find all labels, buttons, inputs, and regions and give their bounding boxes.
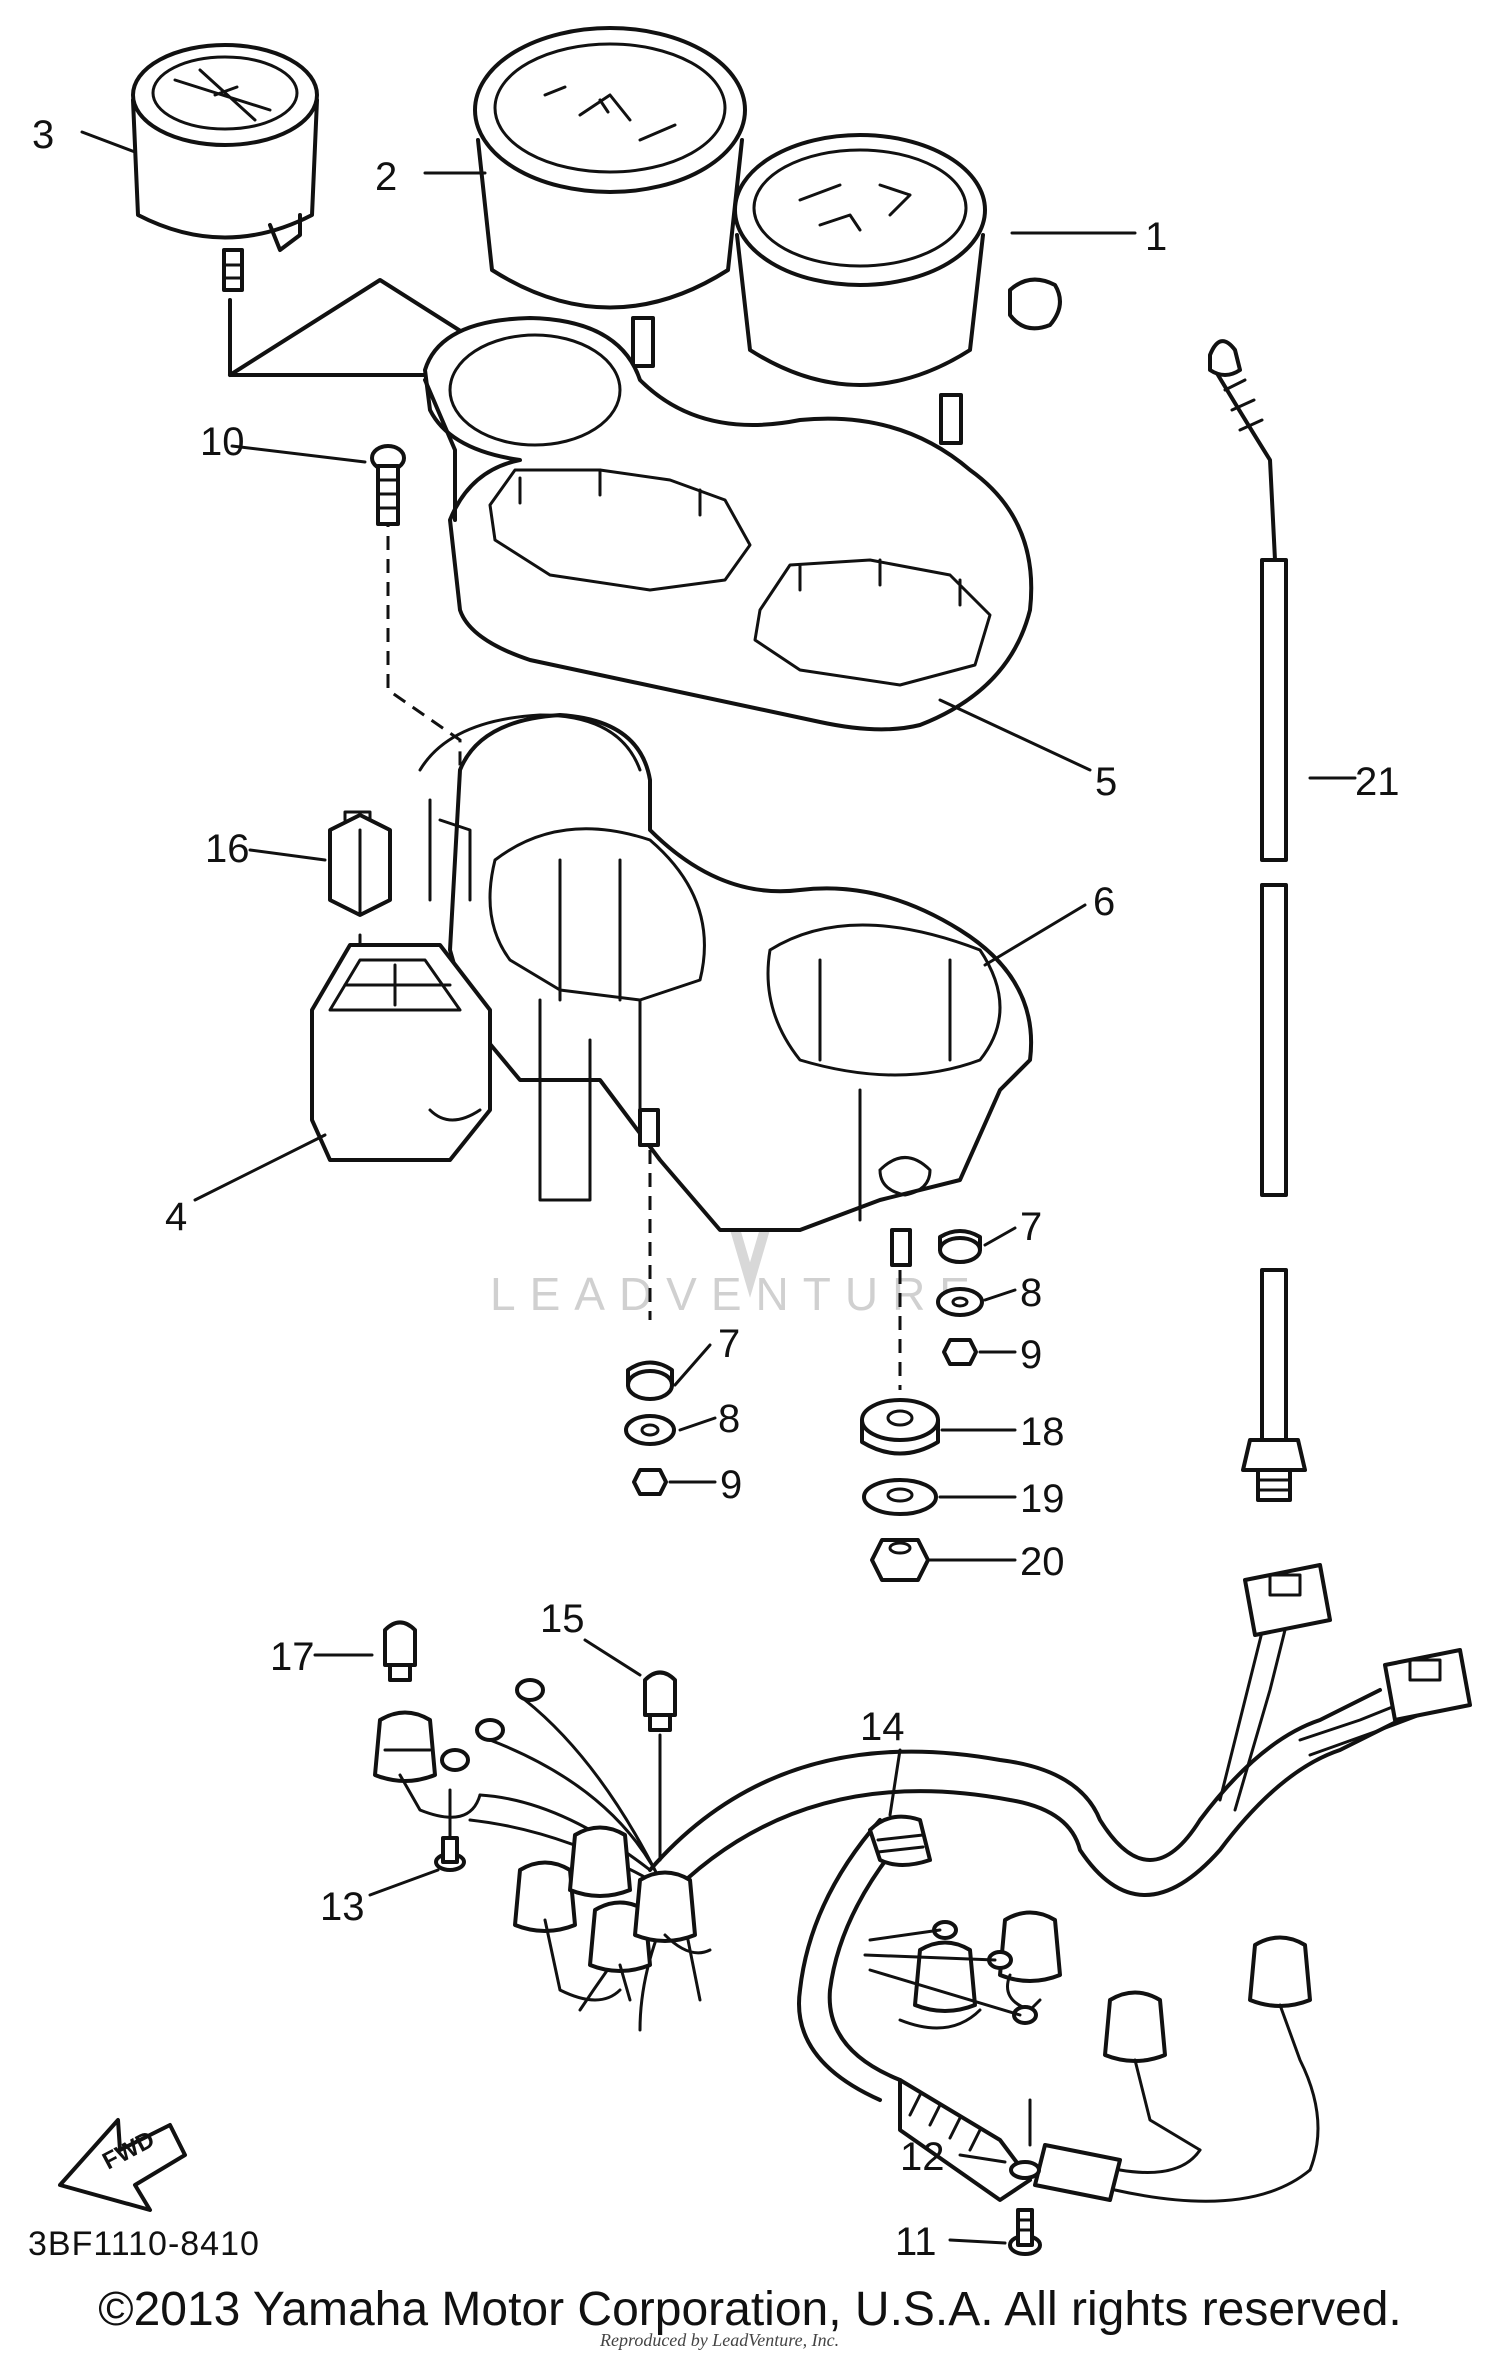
washer-part-8-left	[624, 1414, 676, 1446]
callout-15: 15	[540, 1597, 585, 1641]
nut-part-9-right	[942, 1338, 978, 1366]
watermark-text: LEADVENTURE	[490, 1268, 984, 1320]
bulb-part-15	[643, 1670, 677, 1862]
bracket-part-6	[448, 713, 1034, 1267]
panel-part-5	[423, 316, 1034, 732]
damper-part-7-right	[938, 1229, 982, 1264]
callout-21: 21	[1355, 760, 1400, 804]
cable-part-21	[1208, 339, 1307, 1502]
callout-16: 16	[205, 827, 250, 871]
washer-part-19	[862, 1478, 938, 1516]
gauge-part-2	[473, 26, 747, 368]
callout-17: 17	[270, 1635, 315, 1679]
callout-4: 4	[165, 1195, 187, 1239]
callout-6: 6	[1093, 880, 1115, 924]
reproduced-by-notice: Reproduced by LeadVenture, Inc.	[600, 2330, 840, 2350]
gauge-part-1	[733, 133, 1062, 445]
gauge-part-3	[131, 43, 319, 292]
callout-leaders	[80, 130, 1357, 2245]
part-code: 3BF1110-8410	[28, 2225, 260, 2263]
relay-part-16	[328, 810, 392, 957]
callout-13: 13	[320, 1885, 365, 1929]
nut-part-20	[870, 1538, 930, 1582]
callout-12: 10	[200, 420, 245, 464]
harness-part-14	[373, 1563, 1472, 2203]
callout-2: 2	[375, 155, 397, 199]
screw-part-10	[1008, 2208, 1042, 2256]
bulb-part-17	[383, 1620, 417, 1682]
callout-7-right: 7	[1020, 1205, 1042, 1249]
screw-part-12	[370, 444, 406, 526]
callout-8-right: 8	[1020, 1271, 1042, 1315]
callout-9-right: 9	[1020, 1333, 1042, 1377]
callout-5: 5	[1095, 760, 1117, 804]
clamp-part-11	[1009, 2160, 1041, 2180]
callout-20: 20	[1020, 1540, 1065, 1584]
callout-9-left: 9	[720, 1463, 742, 1507]
callout-19: 19	[1020, 1477, 1065, 1521]
callout-7-left: 7	[718, 1322, 740, 1366]
damper-part-7-left	[626, 1360, 674, 1401]
copyright-notice: ©2013 Yamaha Motor Corporation, U.S.A. A…	[98, 2283, 1402, 2336]
nut-part-9-left	[632, 1468, 668, 1496]
callout-3: 3	[32, 113, 54, 157]
fwd-arrow-icon: FWD	[58, 2118, 187, 2212]
callout-18: 18	[1020, 1410, 1065, 1454]
callout-1: 1	[1145, 215, 1167, 259]
screw-part-13	[434, 1788, 466, 1872]
washer-part-8-right	[936, 1287, 984, 1317]
indicator-box-part-4	[310, 943, 492, 1162]
bracket-ring-detail	[418, 713, 642, 902]
callout-10: 11	[895, 2220, 937, 2264]
callout-11: 12	[900, 2135, 945, 2179]
callout-8-left: 8	[718, 1397, 740, 1441]
callout-14: 14	[860, 1705, 905, 1749]
grommet-part-18	[860, 1398, 940, 1456]
